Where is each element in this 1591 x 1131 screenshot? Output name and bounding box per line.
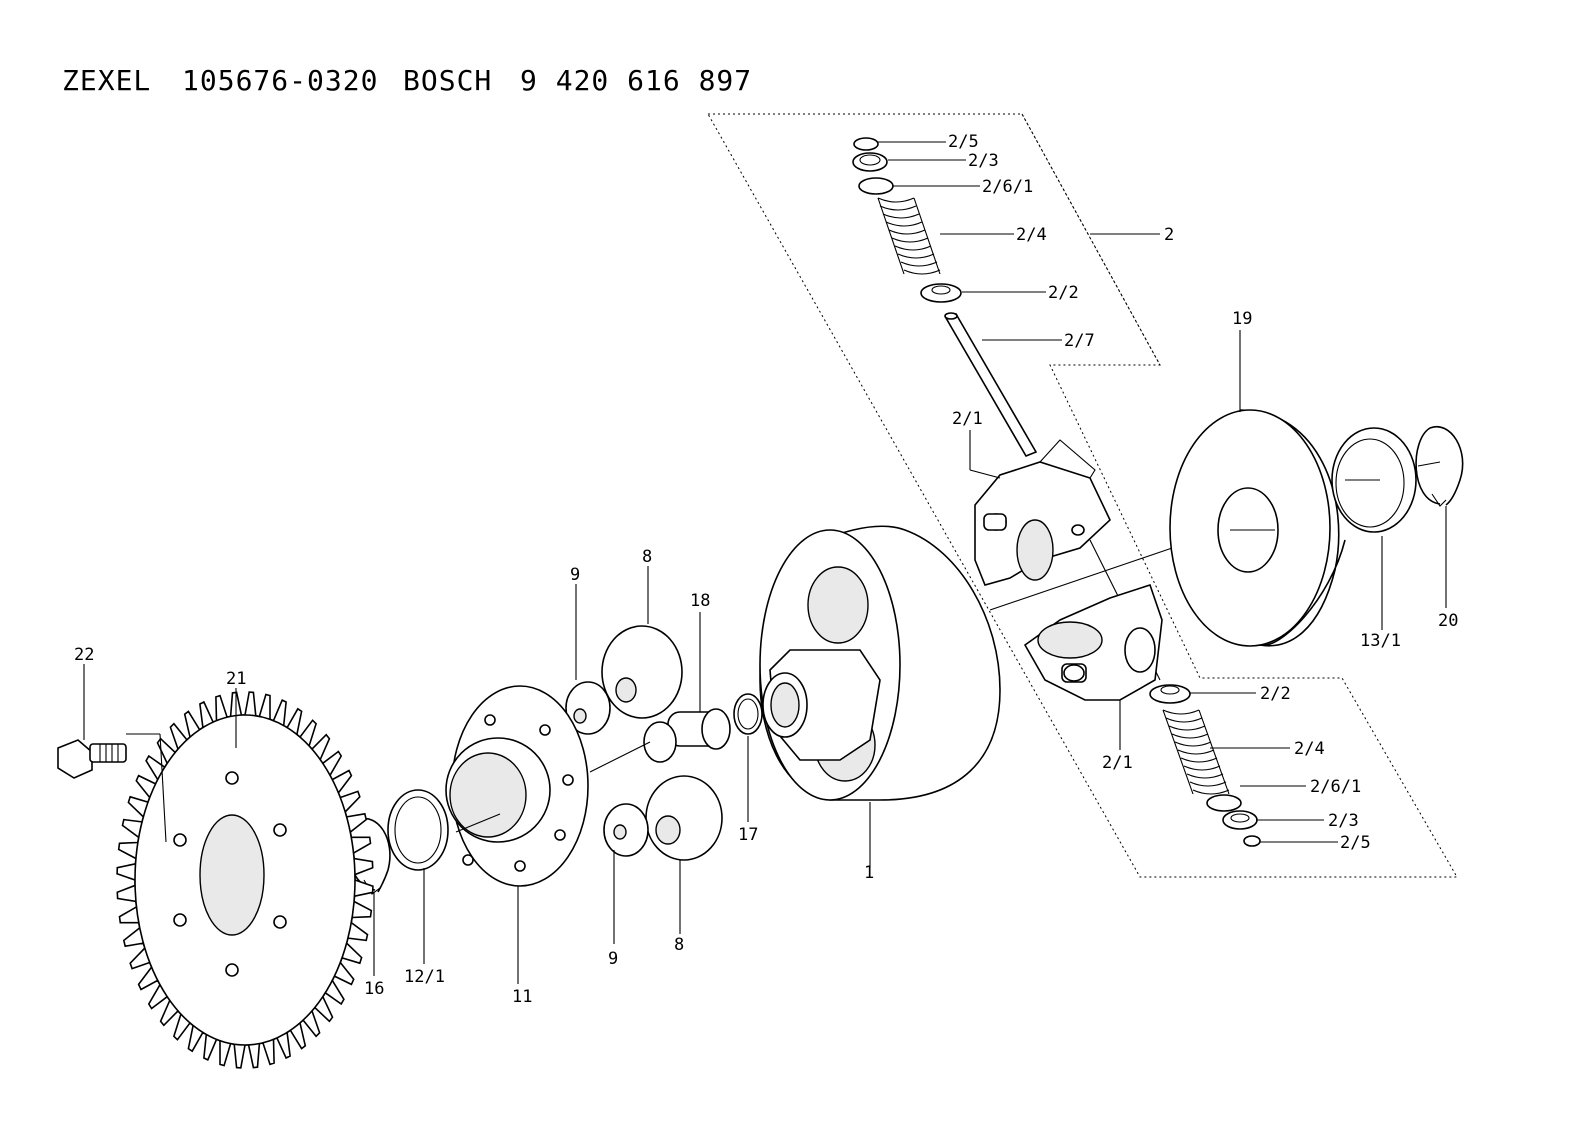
callout-11: 11: [512, 987, 532, 1007]
part-9-upper-washer: [565, 681, 611, 735]
upper-spring-assembly: [852, 137, 1038, 457]
assembly-2-outline: [707, 113, 1458, 878]
leader-lines: [83, 141, 1447, 984]
lower-spring-assembly: [1149, 684, 1261, 847]
callout-2-3-top: 2/3: [968, 151, 999, 171]
part-2-6-1-upper-shim: [858, 177, 894, 195]
callout-17: 17: [738, 825, 758, 845]
callout-22: 22: [74, 645, 94, 665]
callout-9-top: 9: [570, 565, 580, 585]
part-1-hub-carrier: [759, 525, 1001, 801]
part-22-bolt: [57, 739, 127, 779]
part-8-lower-bushing: [645, 775, 723, 861]
part-17-ring: [733, 693, 763, 735]
callout-2-5-top: 2/5: [948, 132, 979, 152]
part-19-disc: [1169, 409, 1346, 647]
part-8-upper-bushing: [601, 625, 683, 719]
callout-20: 20: [1438, 611, 1458, 631]
callout-8-top: 8: [642, 547, 652, 567]
part-2-2-upper-seat: [920, 283, 962, 303]
callout-9-bottom: 9: [608, 949, 618, 969]
part-12-1-ring: [387, 789, 449, 871]
callout-19: 19: [1232, 309, 1252, 329]
part-2-5-lower-circlip: [1243, 835, 1261, 847]
callout-16: 16: [364, 979, 384, 999]
callout-18: 18: [690, 591, 710, 611]
callout-12-1: 12/1: [404, 967, 445, 987]
part-11-flange: [445, 685, 589, 887]
callout-21: 21: [226, 669, 246, 689]
callout-8-bottom: 8: [674, 935, 684, 955]
part-2-1-lower-flyweight: [1023, 583, 1163, 701]
part-2-5-upper-circlip: [853, 137, 879, 151]
part-2-3-upper-retainer: [852, 152, 888, 172]
callout-2-7: 2/7: [1064, 331, 1095, 351]
part-13-1-ring: [1331, 427, 1417, 533]
callout-2-4-top: 2/4: [1016, 225, 1047, 245]
callout-13-1: 13/1: [1360, 631, 1401, 651]
title-brand-zexel: ZEXEL: [62, 64, 151, 97]
callout-2-1-top: 2/1: [952, 409, 983, 429]
diagram-title: ZEXEL 105676-0320 BOSCH 9 420 616 897: [62, 64, 752, 97]
part-9-lower-washer: [603, 803, 649, 857]
callout-2-6-1-top: 2/6/1: [982, 177, 1033, 197]
title-bosch-part-number: 9 420 616 897: [520, 64, 752, 97]
callout-2-3-bottom: 2/3: [1328, 811, 1359, 831]
callout-labels: 2/5 2/3 2/6/1 2/4 2 2/2 2/7 19 2/1 20 13…: [74, 132, 1458, 1007]
callout-2-1-bottom: 2/1: [1102, 753, 1133, 773]
part-2-4-lower-spring: [1162, 709, 1230, 795]
part-20-circlip: [1415, 425, 1464, 507]
part-2-4-upper-spring: [877, 197, 941, 275]
part-21-gear: [116, 691, 374, 1069]
callout-2-2-top: 2/2: [1048, 283, 1079, 303]
callout-2-assembly: 2: [1164, 225, 1174, 245]
title-brand-bosch: BOSCH: [403, 64, 492, 97]
part-2-7-pin: [944, 312, 1038, 457]
callout-2-2-bottom: 2/2: [1260, 684, 1291, 704]
part-2-1-upper-flyweight: [974, 439, 1111, 586]
callout-2-6-1-bottom: 2/6/1: [1310, 777, 1361, 797]
callout-1: 1: [864, 863, 874, 883]
part-2-6-1-lower-shim: [1206, 794, 1242, 812]
callout-2-4-bottom: 2/4: [1294, 739, 1325, 759]
callout-2-5-bottom: 2/5: [1340, 833, 1371, 853]
part-18-sleeve: [643, 708, 731, 763]
title-zexel-part-number: 105676-0320: [182, 64, 378, 97]
